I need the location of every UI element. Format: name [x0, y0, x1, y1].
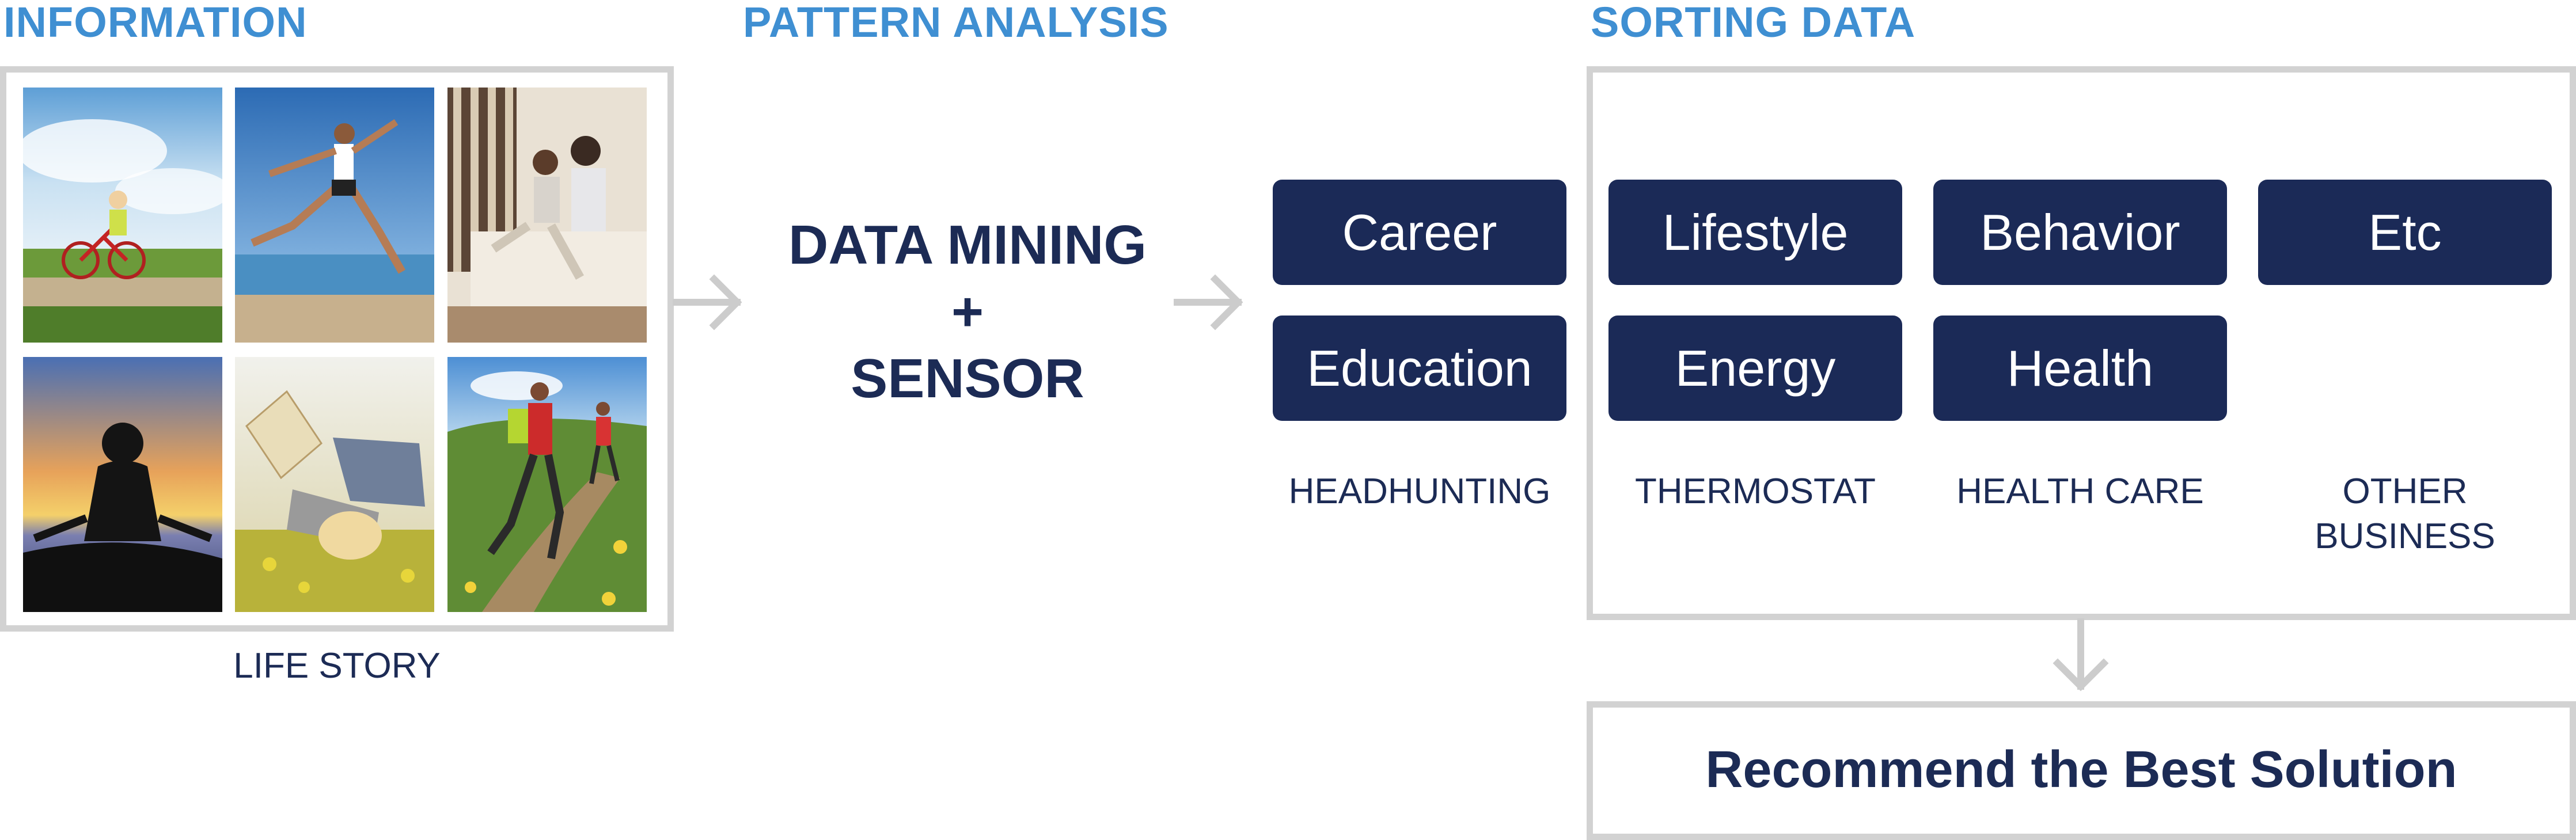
application-other-business-line2: BUSINESS — [2315, 516, 2495, 556]
category-tile-education: Education — [1273, 316, 1566, 421]
application-other-business-line1: OTHER — [2342, 472, 2468, 511]
sorting-data-frame — [1587, 66, 2576, 620]
application-other-business: OTHER BUSINESS — [2258, 469, 2552, 559]
recommendation-box — [1587, 701, 2576, 840]
analysis-line-data-mining: DATA MINING — [788, 214, 1147, 276]
category-tile-etc: Etc — [2258, 180, 2552, 285]
section-title-information: INFORMATION — [3, 0, 308, 46]
category-tile-health: Health — [1933, 316, 2227, 421]
hiking-photo — [447, 357, 647, 612]
category-tile-lifestyle: Lifestyle — [1608, 180, 1902, 285]
category-tile-behavior: Behavior — [1933, 180, 2227, 285]
meditation-photo — [23, 357, 222, 612]
arrow-right-icon — [1174, 265, 1249, 340]
arrow-right-icon — [673, 265, 748, 340]
analysis-line-plus: + — [951, 281, 984, 343]
cycling-photo — [23, 88, 222, 343]
section-title-sorting-data: SORTING DATA — [1591, 0, 1916, 46]
information-frame — [0, 66, 674, 632]
category-tile-career: Career — [1273, 180, 1566, 285]
analysis-method: DATA MINING + SENSOR — [766, 212, 1169, 412]
analysis-line-sensor: SENSOR — [851, 348, 1084, 409]
section-title-pattern-analysis: PATTERN ANALYSIS — [743, 0, 1169, 46]
arrow-down-icon — [2043, 618, 2118, 696]
reading-photo — [235, 357, 434, 612]
couple-sofa-photo — [447, 88, 647, 343]
life-story-caption: LIFE STORY — [233, 646, 441, 686]
recommendation-text: Recommend the Best Solution — [1705, 741, 2457, 799]
application-health-care: HEALTH CARE — [1956, 472, 2204, 511]
application-headhunting: HEADHUNTING — [1288, 472, 1551, 511]
application-thermostat: THERMOSTAT — [1635, 472, 1876, 511]
category-tile-energy: Energy — [1608, 316, 1902, 421]
jumping-photo — [235, 88, 434, 343]
